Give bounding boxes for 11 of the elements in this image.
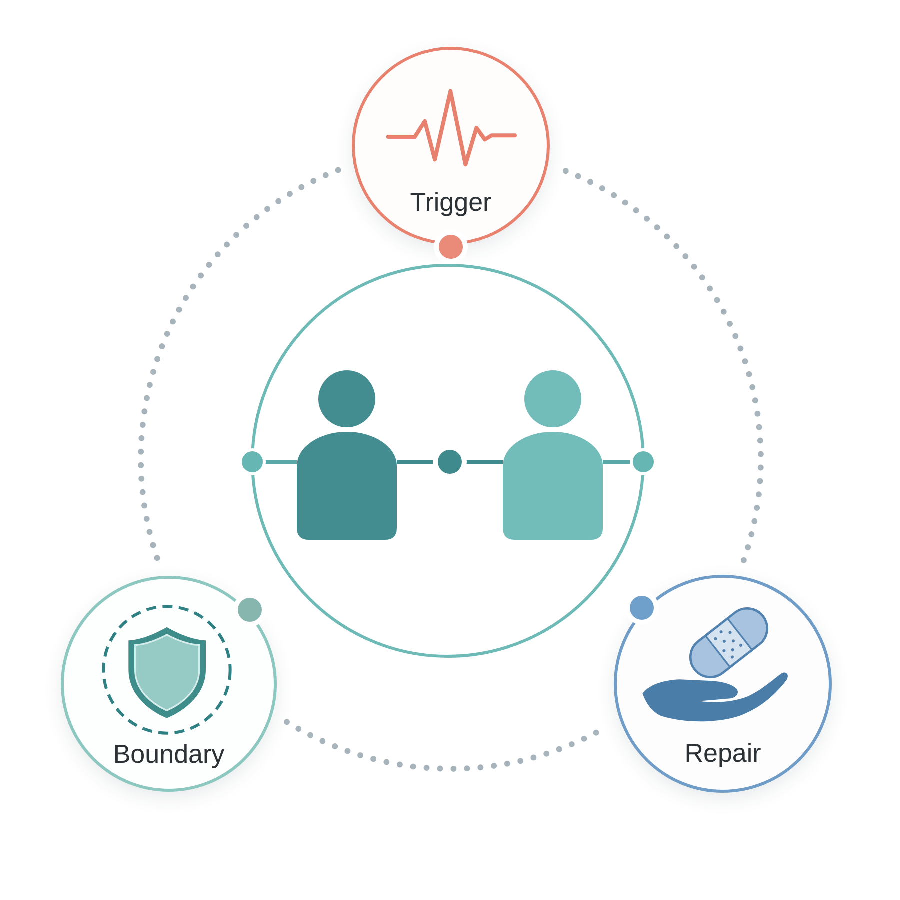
node-label: Repair: [684, 738, 762, 768]
node-label: Trigger: [410, 187, 492, 217]
connector-line: [239, 448, 297, 476]
connector-line: [397, 460, 503, 464]
person-figure: [503, 370, 603, 540]
dotted-connector: [560, 167, 764, 564]
dotted-connector: [138, 167, 342, 564]
enclosing-circle: [251, 264, 645, 658]
connector-line: [603, 448, 657, 476]
person-figure: [297, 370, 397, 540]
node-label: Boundary: [113, 739, 225, 769]
